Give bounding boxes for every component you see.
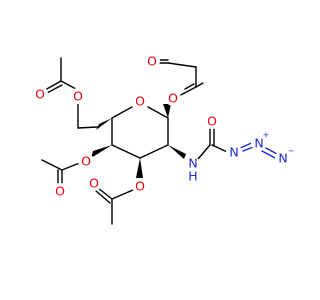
azide-n2-charge: + xyxy=(263,131,270,140)
c3-ester-oxygen-label: O xyxy=(135,179,145,194)
bond-c3-c4 xyxy=(111,144,141,159)
bond-acetyl-c-methyl xyxy=(41,159,63,171)
azide-n2-label: N xyxy=(254,136,263,151)
wedge-c5-c6 xyxy=(96,118,112,130)
wedge-c2-n xyxy=(168,145,186,159)
c4-ester-oxygen-label: O xyxy=(81,154,91,169)
c4-acetate xyxy=(41,145,112,185)
c1-carbonyl-oxygen-label: O xyxy=(147,54,157,69)
bond-o-acetyl-c xyxy=(60,80,79,91)
wedge-c4-o xyxy=(91,145,112,158)
bond-acetyl-c-o-dbl-b xyxy=(46,84,63,94)
amide-nitrogen-label: N xyxy=(188,156,197,171)
wedge-c1-o xyxy=(163,104,171,118)
bond-c5-ringO xyxy=(111,106,133,119)
c4-carbonyl-oxygen-label: O xyxy=(55,184,65,199)
c3-carbonyl-oxygen-label: O xyxy=(89,176,99,191)
azide-n3-label: N xyxy=(278,151,287,166)
bond-n2-n3-b xyxy=(261,150,278,160)
pyranose-ring xyxy=(111,106,169,159)
structure-diagram: O O O O O O O O O O N H N N + N − xyxy=(32,53,295,225)
c3-acetate xyxy=(95,158,143,225)
bond-acetyl-c-o-dbl-a xyxy=(44,80,62,91)
bond-n-carbonyl-c xyxy=(197,144,211,160)
c6-carbonyl-oxygen-label: O xyxy=(35,87,45,102)
azide-n1-label: N xyxy=(229,145,238,160)
azide-n3-charge: − xyxy=(288,147,295,156)
c1-acetate xyxy=(155,59,204,118)
c6-ester-oxygen-label: O xyxy=(73,89,83,104)
bond-c6-ch2 xyxy=(77,126,98,129)
atom-labels: O O O O O O O O O O N H N N + N − xyxy=(32,53,294,199)
amide-hydrogen-label: H xyxy=(188,169,197,184)
bond-ringO-c1 xyxy=(147,106,169,119)
bond-acetyl-c-o-dbl-b xyxy=(95,190,111,204)
bond-acetyl-co-b xyxy=(184,83,195,90)
bond-acetyl-c-o-dbl-a xyxy=(97,187,113,200)
c1-ester-oxygen-label: O xyxy=(168,91,178,106)
c6-acetate xyxy=(44,57,112,130)
bond-o-acetyl-c xyxy=(111,189,134,200)
amide-oxygen-label: O xyxy=(207,114,217,129)
bond-acetyl-co-a xyxy=(195,82,204,88)
ring-oxygen-label: O xyxy=(135,94,145,109)
wedge-c3-o xyxy=(136,158,143,178)
bond-carbonyl-c xyxy=(167,62,197,68)
bond-c2-c3 xyxy=(139,144,169,159)
